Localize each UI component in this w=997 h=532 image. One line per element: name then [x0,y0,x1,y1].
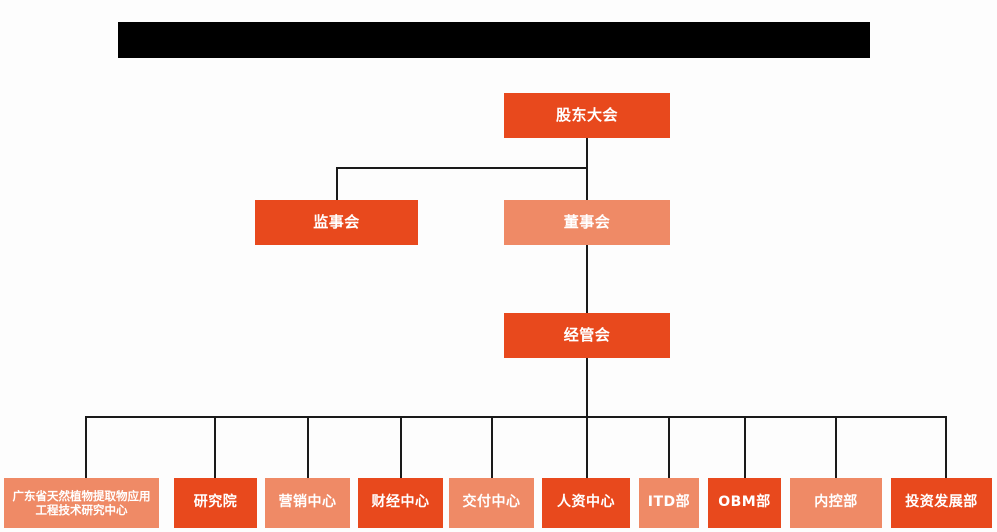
connector-management-drop [586,358,588,417]
node-hr-center[interactable]: 人资中心 [542,478,630,528]
node-shareholders-label: 股东大会 [555,106,618,125]
node-directors-label: 董事会 [563,213,611,232]
node-management-label: 经管会 [563,326,611,345]
node-rnd-center[interactable]: 广东省天然植物提取物应用工程技术研究中心 [4,478,159,528]
node-delivery-center-label: 交付中心 [462,494,521,511]
node-research-institute[interactable]: 研究院 [174,478,257,528]
node-investment-development-dept-label: 投资发展部 [905,494,978,511]
connector-stub-finance-center [400,416,402,478]
node-internal-control-dept-label: 内控部 [814,494,858,511]
node-itd-dept[interactable]: ITD部 [639,478,699,528]
node-directors[interactable]: 董事会 [504,200,670,245]
node-marketing-center-label: 营销中心 [278,494,337,511]
node-obm-dept[interactable]: OBM部 [708,478,781,528]
connector-stub-rnd-center [85,416,87,478]
node-marketing-center[interactable]: 营销中心 [265,478,350,528]
connector-to-supervisors [336,167,338,200]
node-finance-center-label: 财经中心 [371,494,430,511]
connector-stub-obm-dept [744,416,746,478]
connector-directors-to-management [586,245,588,313]
connector-stub-delivery-center [491,416,493,478]
connector-stub-marketing-center [307,416,309,478]
connector-stub-itd-dept [668,416,670,478]
node-finance-center[interactable]: 财经中心 [358,478,443,528]
node-rnd-center-label: 广东省天然植物提取物应用工程技术研究中心 [12,488,151,517]
connector-stub-hr-center [586,416,588,478]
node-itd-dept-label: ITD部 [647,494,691,511]
node-shareholders[interactable]: 股东大会 [504,93,670,138]
connector-stub-research-institute [214,416,216,478]
node-investment-development-dept[interactable]: 投资发展部 [891,478,992,528]
node-supervisors[interactable]: 监事会 [255,200,418,245]
node-research-institute-label: 研究院 [193,494,238,511]
connector-to-directors [586,167,588,200]
node-hr-center-label: 人资中心 [557,494,615,511]
connector-level2-bus [336,167,588,169]
node-management[interactable]: 经管会 [504,313,670,358]
node-obm-dept-label: OBM部 [718,494,771,511]
connector-stub-investment-development-dept [945,416,947,478]
redacted-title-banner [118,22,870,58]
connector-stub-internal-control-dept [835,416,837,478]
node-internal-control-dept[interactable]: 内控部 [790,478,882,528]
connector-departments-bus [85,416,946,418]
node-delivery-center[interactable]: 交付中心 [449,478,534,528]
connector-shareholders-drop [586,138,588,168]
node-supervisors-label: 监事会 [313,213,360,232]
